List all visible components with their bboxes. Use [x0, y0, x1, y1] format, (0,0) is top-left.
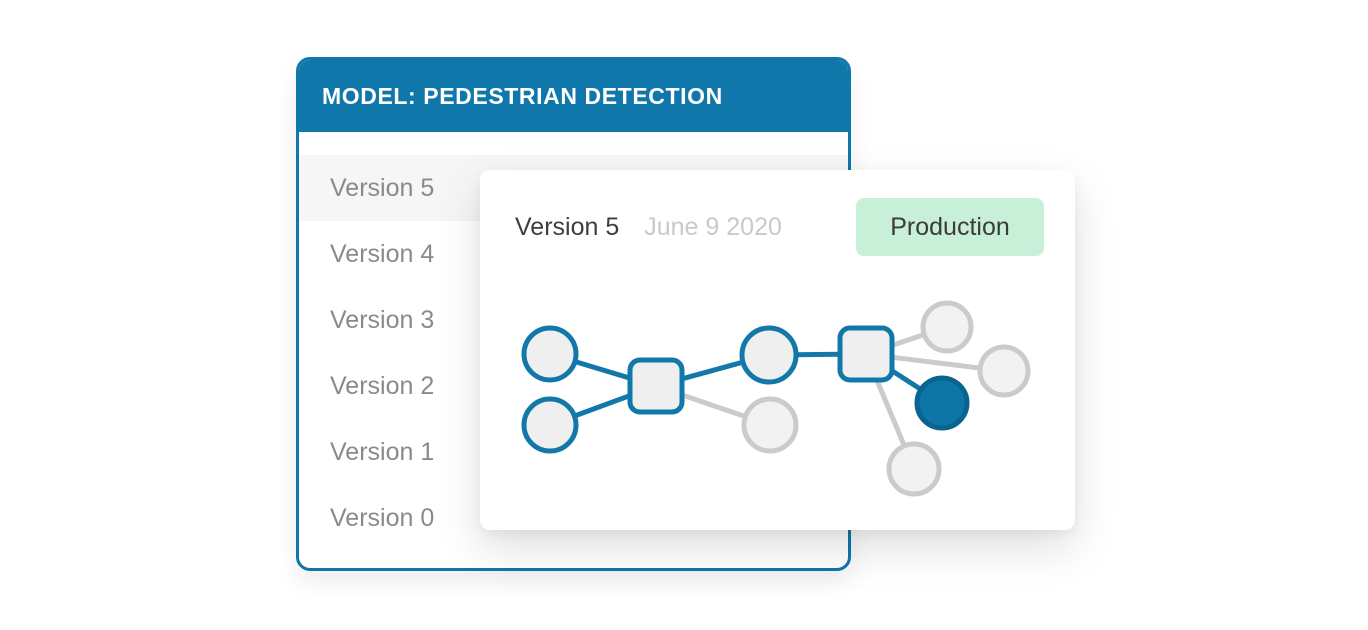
artifact-node[interactable]: [920, 300, 974, 354]
artifact-node[interactable]: [977, 344, 1031, 398]
artifact-node[interactable]: [739, 325, 799, 385]
detail-card-header: Version 5 June 9 2020: [515, 170, 1044, 284]
version-list-item[interactable]: Version 2: [330, 371, 435, 400]
artifact-node[interactable]: [521, 396, 579, 454]
production-status-badge: Production: [856, 198, 1044, 256]
version-list-item[interactable]: Version 0: [330, 503, 435, 532]
detail-version-label: Version 5: [515, 212, 620, 241]
model-card-header: MODEL: PEDESTRIAN DETECTION: [299, 60, 848, 132]
version-list-item[interactable]: Version 1: [330, 437, 435, 466]
model-card-title: MODEL: PEDESTRIAN DETECTION: [322, 82, 723, 109]
artifact-node[interactable]: [886, 441, 942, 497]
version-detail-card: Version 5 June 9 2020 Production: [480, 170, 1075, 530]
version-list-item[interactable]: Version 3: [330, 305, 435, 334]
version-list-item[interactable]: Version 4: [330, 239, 435, 268]
artifact-node[interactable]: [521, 325, 579, 383]
run-node[interactable]: [837, 325, 895, 383]
artifact-node[interactable]: [914, 375, 970, 431]
run-node[interactable]: [627, 357, 685, 415]
artifact-node[interactable]: [741, 396, 799, 454]
detail-version-date: June 9 2020: [644, 212, 782, 241]
lineage-graph: [521, 300, 1031, 497]
